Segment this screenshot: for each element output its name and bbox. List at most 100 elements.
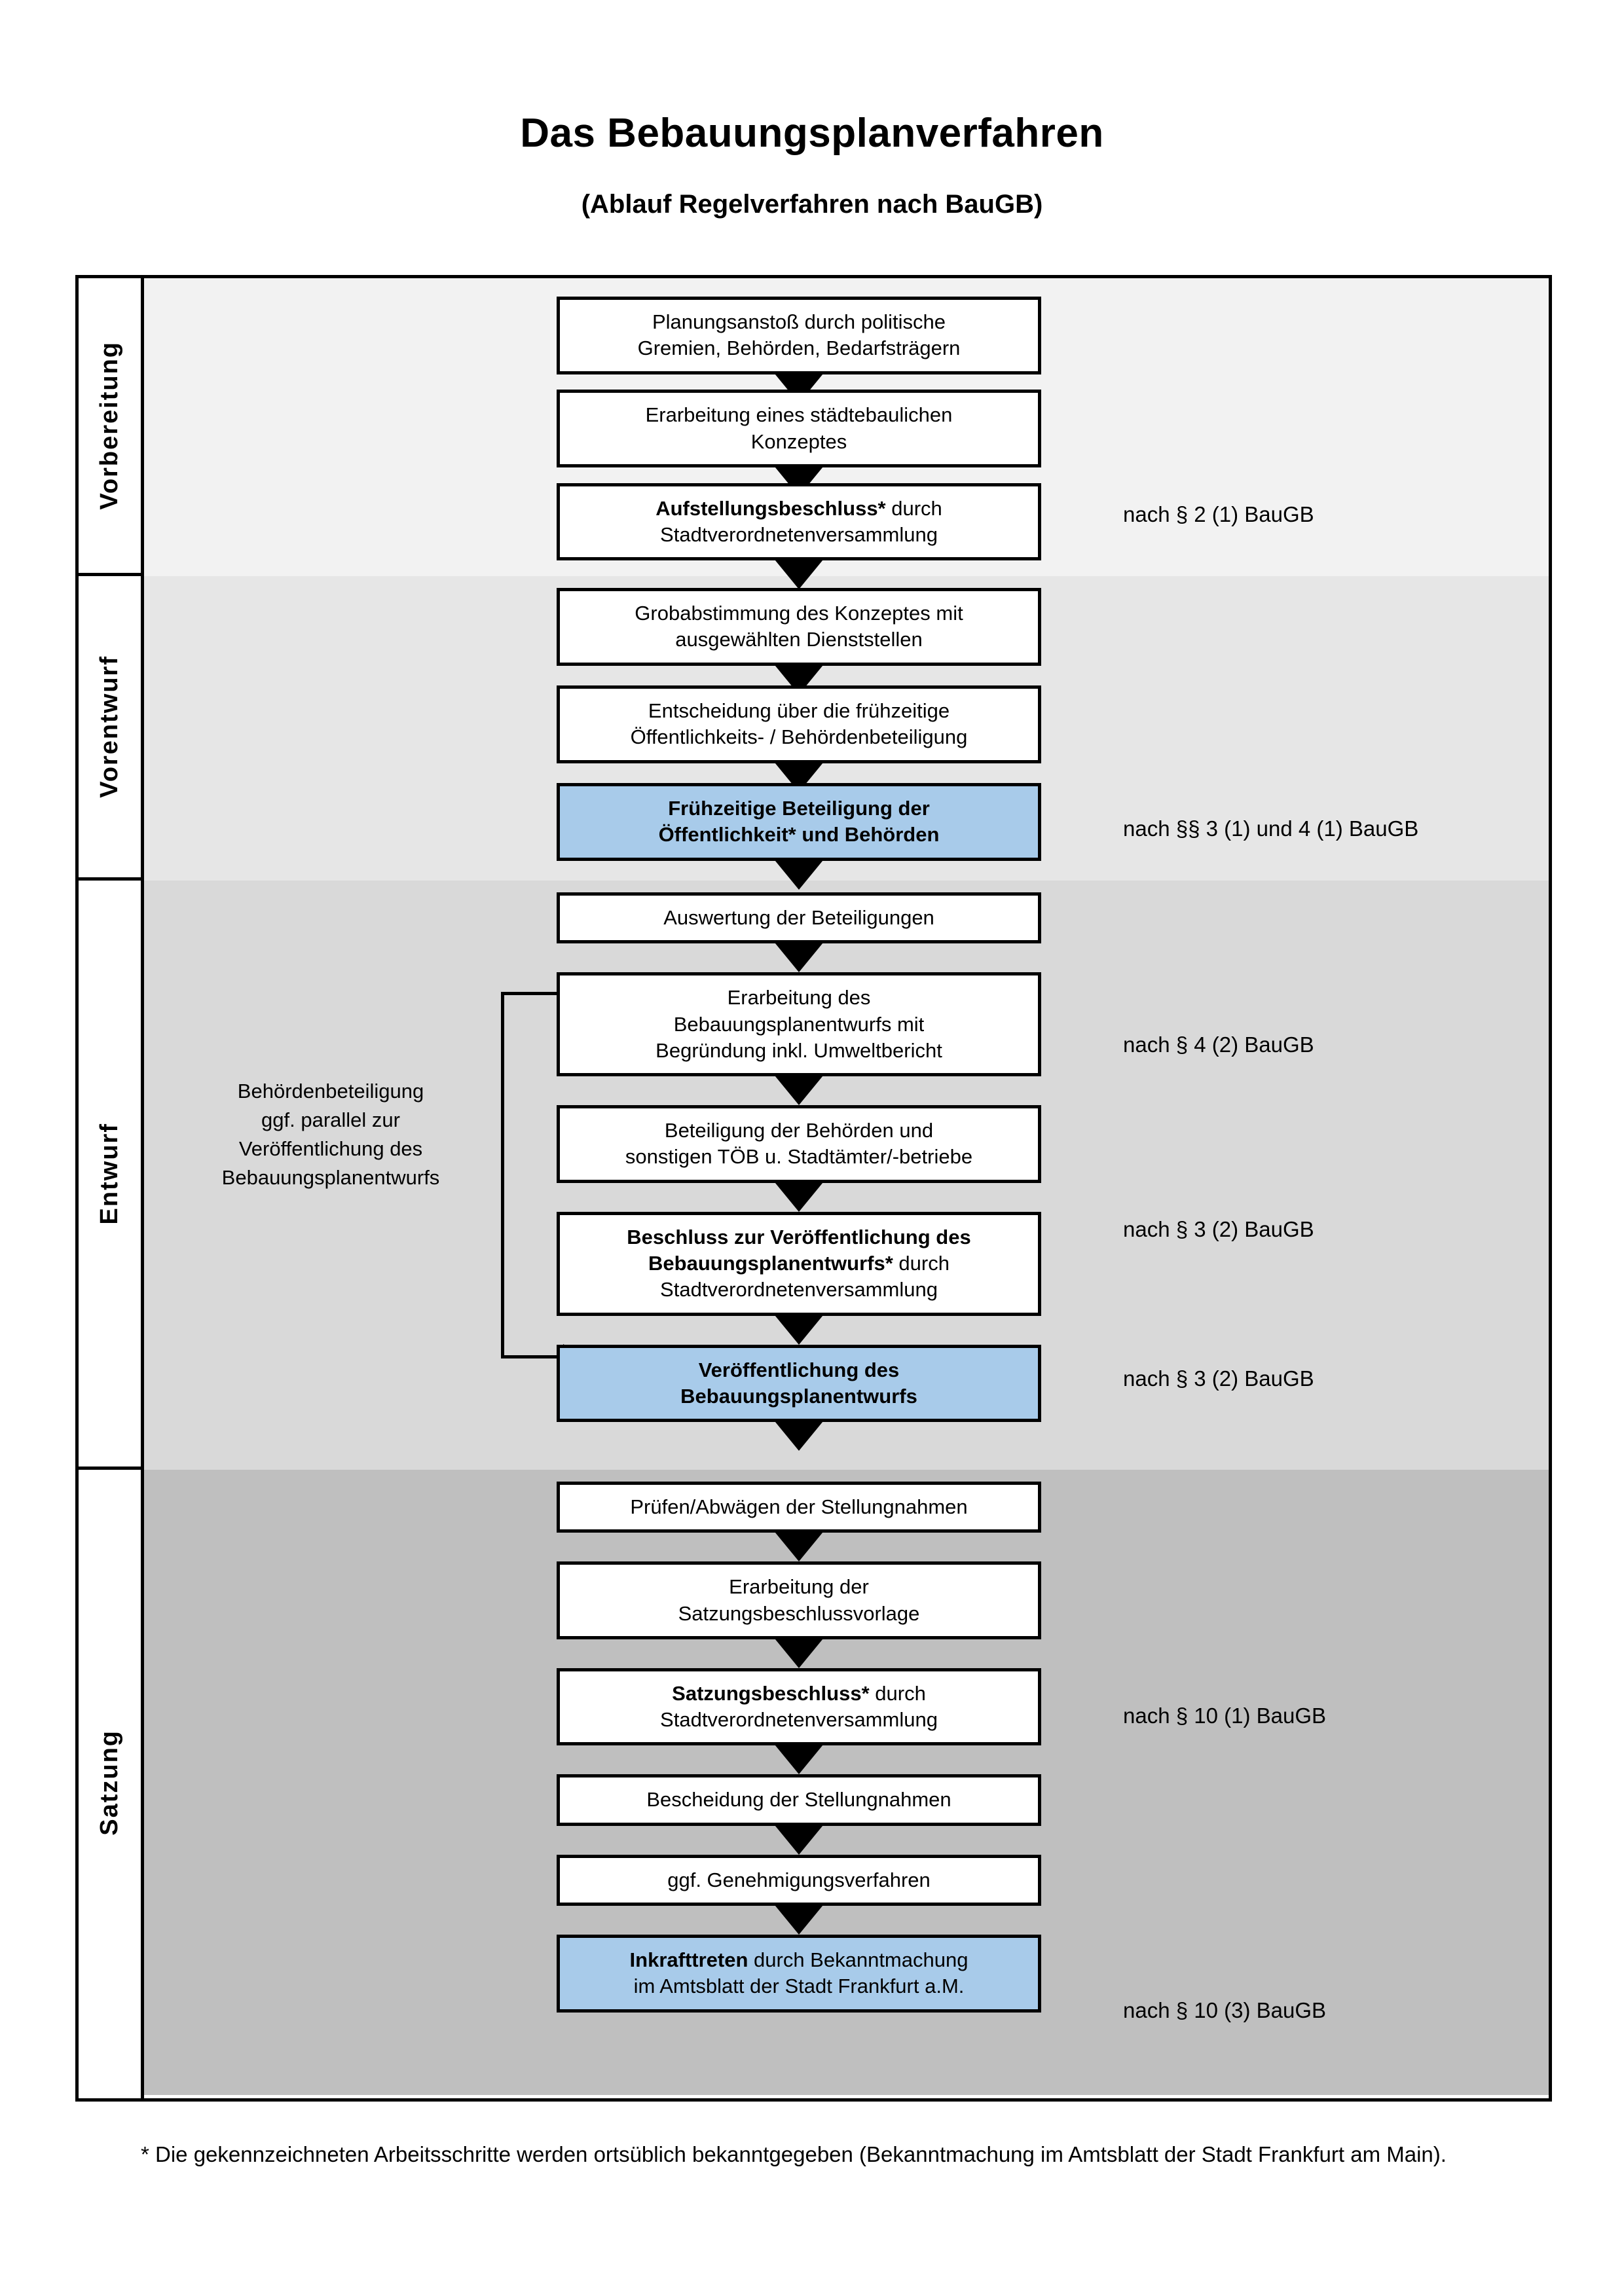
step-erarbeitung-svl-line1: Erarbeitung der (729, 1575, 869, 1599)
band-vorbereitung: Planungsanstoß durch politische Gremien,… (144, 278, 1549, 576)
step-grobabstimmung[interactable]: Grobabstimmung des Konzeptes mit ausgewä… (557, 588, 1041, 666)
step-aufstellungsbeschluss-suffix: durch (885, 496, 942, 520)
arrow-down-icon (557, 1422, 1041, 1451)
arrow-down-icon (557, 1906, 1041, 1935)
step-fruehzeitige-beteiligung-line1: Frühzeitige Beteiligung der (668, 797, 930, 820)
step-fruehzeitige-beteiligung[interactable]: Frühzeitige Beteiligung der Öffentlichke… (557, 783, 1041, 861)
phase-cell-entwurf: Entwurf (79, 881, 141, 1470)
side-note-line1: Behördenbeteiligung (237, 1080, 424, 1102)
step-satzungsbeschluss-line1: Satzungsbeschluss* durch (568, 1681, 1030, 1707)
arrow-down-icon (557, 861, 1041, 881)
page-title: Das Bebauungsplanverfahren (520, 111, 1104, 156)
step-satzungsbeschluss[interactable]: Satzungsbeschluss* durch Stadtverordnete… (557, 1667, 1041, 1746)
bracket-vertical-segment (501, 992, 504, 1358)
step-pruefen-abwaegen-line1: Prüfen/Abwägen der Stellungnahmen (630, 1495, 968, 1518)
step-aufstellungsbeschluss-line2: Stadtverordnetenversammlung (660, 522, 938, 546)
step-aufstellungsbeschluss-line1: Aufstellungsbeschluss* durch (568, 496, 1030, 522)
band-entwurf-refs: nach § 4 (2) BauGB nach § 3 (2) BauGB na… (1041, 881, 1549, 1470)
step-satzungsbeschluss-emphasis: Satzungsbeschluss* (672, 1681, 870, 1705)
band-vorbereitung-side (144, 278, 557, 576)
step-staedtebauliches-konzept[interactable]: Erarbeitung eines städtebaulichen Konzep… (557, 390, 1041, 467)
arrow-down-icon (557, 1076, 1041, 1105)
legal-ref-par4-2: nach § 4 (2) BauGB (1123, 1032, 1314, 1057)
step-beschluss-veroeff-emphasis: Bebauungsplanentwurfs* (648, 1252, 893, 1275)
arrow-down-icon (557, 1639, 1041, 1668)
phase-cell-vorbereitung: Vorbereitung (79, 278, 141, 576)
legal-ref-par10-3: nach § 10 (3) BauGB (1123, 1998, 1327, 2022)
phase-cell-satzung: Satzung (79, 1470, 141, 2095)
step-veroeffentlichung-line2: Bebauungsplanentwurfs (680, 1384, 917, 1408)
step-beteiligung-behoerden-toeb[interactable]: Beteiligung der Behörden und sonstigen T… (557, 1105, 1041, 1183)
phase-cell-vorentwurf: Vorentwurf (79, 576, 141, 881)
legal-ref-par2-1: nach § 2 (1) BauGB (1123, 502, 1314, 526)
band-vorbereitung-flow: Planungsanstoß durch politische Gremien,… (557, 278, 1041, 576)
step-erarbeitung-bpe-line2: Bebauungsplanentwurfs mit (673, 1012, 925, 1036)
page-subtitle: (Ablauf Regelverfahren nach BauGB) (581, 190, 1043, 219)
phase-label-satzung: Satzung (96, 1729, 123, 1836)
step-erarbeitung-bpe-line3: Begründung inkl. Umweltbericht (655, 1038, 942, 1062)
step-grobabstimmung-line2: ausgewählten Dienststellen (675, 628, 923, 651)
step-inkrafttreten-line1: Inkrafttreten durch Bekanntmachung (568, 1947, 1030, 1973)
band-vorentwurf: Grobabstimmung des Konzeptes mit ausgewä… (144, 576, 1549, 881)
arrow-down-icon (557, 666, 1041, 685)
step-beschluss-veroeff-suffix: durch (893, 1252, 950, 1275)
step-genehmigungsverfahren[interactable]: ggf. Genehmigungsverfahren (557, 1854, 1041, 1906)
step-aufstellungsbeschluss[interactable]: Aufstellungsbeschluss* durch Stadtverord… (557, 483, 1041, 561)
band-vorentwurf-refs: nach §§ 3 (1) und 4 (1) BauGB (1041, 576, 1549, 881)
step-staedtebauliches-konzept-line2: Konzeptes (750, 429, 847, 453)
step-erarbeitung-svl-line2: Satzungsbeschlussvorlage (678, 1601, 920, 1625)
step-aufstellungsbeschluss-emphasis: Aufstellungsbeschluss* (655, 496, 886, 520)
step-satzungsbeschluss-line2: Stadtverordnetenversammlung (660, 1708, 938, 1732)
step-auswertung-beteiligungen-line1: Auswertung der Beteiligungen (663, 906, 934, 929)
step-inkrafttreten-emphasis: Inkrafttreten (629, 1948, 748, 1972)
step-entscheidung-line2: Öffentlichkeits- / Behördenbeteiligung (630, 725, 968, 749)
step-fruehzeitige-beteiligung-line2: Öffentlichkeit* und Behörden (658, 823, 940, 847)
band-satzung-refs: nach § 10 (1) BauGB nach § 10 (3) BauGB (1041, 1470, 1549, 2095)
step-erarbeitung-bebauungsplanentwurf[interactable]: Erarbeitung des Bebauungsplanentwurfs mi… (557, 972, 1041, 1077)
arrow-down-icon (557, 467, 1041, 483)
step-genehmigungsverfahren-line1: ggf. Genehmigungsverfahren (667, 1868, 931, 1891)
step-inkrafttreten[interactable]: Inkrafttreten durch Bekanntmachung im Am… (557, 1935, 1041, 2013)
step-planungsanstoss-line2: Gremien, Behörden, Bedarfsträgern (637, 337, 961, 360)
band-satzung: Prüfen/Abwägen der Stellungnahmen Erarbe… (144, 1470, 1549, 2095)
step-pruefen-abwaegen[interactable]: Prüfen/Abwägen der Stellungnahmen (557, 1482, 1041, 1533)
step-inkrafttreten-suffix: durch Bekanntmachung (748, 1948, 969, 1972)
step-bescheidung-line1: Bescheidung der Stellungnahmen (646, 1788, 951, 1812)
arrow-down-icon (557, 1826, 1041, 1855)
step-inkrafttreten-line2: im Amtsblatt der Stadt Frankfurt a.M. (633, 1975, 965, 1998)
band-satzung-flow: Prüfen/Abwägen der Stellungnahmen Erarbe… (557, 1470, 1041, 2095)
step-beteiligung-toeb-line2: sonstigen TÖB u. Stadtämter/-betriebe (625, 1145, 973, 1169)
side-note-line4: Bebauungsplanentwurfs (221, 1166, 440, 1190)
side-note-behoerdenbeteiligung: Behördenbeteiligung ggf. parallel zur Ve… (190, 1077, 471, 1192)
step-auswertung-beteiligungen[interactable]: Auswertung der Beteiligungen (557, 892, 1041, 944)
step-grobabstimmung-line1: Grobabstimmung des Konzeptes mit (635, 602, 963, 625)
step-veroeffentlichung-bebauungsplanentwurf[interactable]: Veröffentlichung des Bebauungsplanentwur… (557, 1344, 1041, 1423)
step-beteiligung-toeb-line1: Beteiligung der Behörden und (664, 1119, 934, 1142)
step-entscheidung-line1: Entscheidung über die frühzeitige (648, 699, 950, 722)
band-vorentwurf-side (144, 576, 557, 881)
phase-label-vorbereitung: Vorbereitung (96, 341, 123, 510)
step-bescheidung-stellungnahmen[interactable]: Bescheidung der Stellungnahmen (557, 1774, 1041, 1826)
step-satzungsbeschluss-suffix: durch (869, 1681, 926, 1705)
band-entwurf-flow: Auswertung der Beteiligungen Erarbeitung… (557, 881, 1041, 1470)
band-entwurf: Behördenbeteiligung ggf. parallel zur Ve… (144, 881, 1549, 1470)
band-entwurf-side: Behördenbeteiligung ggf. parallel zur Ve… (144, 881, 585, 1470)
arrow-down-icon (557, 763, 1041, 783)
arrow-down-icon (557, 943, 1041, 972)
step-entscheidung-fruehzeitige-beteiligung[interactable]: Entscheidung über die frühzeitige Öffent… (557, 685, 1041, 763)
diagram-content-column: Planungsanstoß durch politische Gremien,… (144, 278, 1549, 2098)
step-beschluss-veroeffentlichung[interactable]: Beschluss zur Veröffentlichung des Bebau… (557, 1211, 1041, 1316)
phase-label-entwurf: Entwurf (96, 1122, 123, 1225)
side-note-line2: ggf. parallel zur (261, 1108, 400, 1132)
legal-ref-par3-1-4-1: nach §§ 3 (1) und 4 (1) BauGB (1123, 816, 1419, 841)
legal-ref-par3-2-b: nach § 3 (2) BauGB (1123, 1366, 1314, 1391)
arrow-down-icon (557, 1183, 1041, 1212)
step-planungsanstoss[interactable]: Planungsanstoß durch politische Gremien,… (557, 297, 1041, 374)
arrow-down-icon (557, 1745, 1041, 1774)
step-erarbeitung-satzungsbeschlussvorlage[interactable]: Erarbeitung der Satzungsbeschlussvorlage (557, 1561, 1041, 1639)
step-beschluss-veroeff-line3: Stadtverordnetenversammlung (660, 1278, 938, 1302)
step-beschluss-veroeff-line1: Beschluss zur Veröffentlichung des (627, 1225, 971, 1248)
band-vorentwurf-flow: Grobabstimmung des Konzeptes mit ausgewä… (557, 576, 1041, 881)
phase-label-column: Vorbereitung Vorentwurf Entwurf Satzung (79, 278, 144, 2098)
band-satzung-side (144, 1470, 557, 2095)
